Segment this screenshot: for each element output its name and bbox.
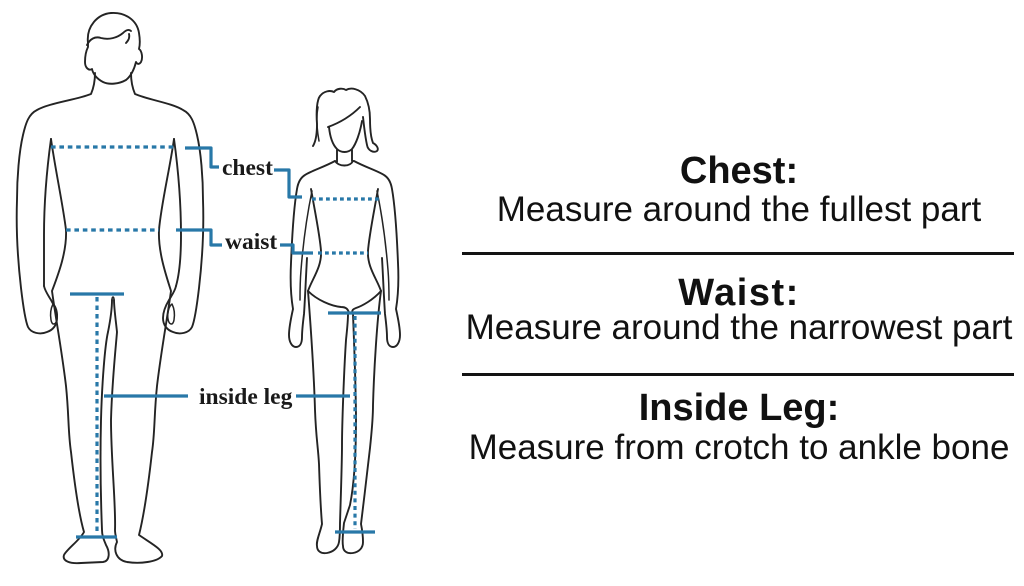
svg-text:waist: waist [225, 229, 277, 255]
svg-text:chest: chest [222, 155, 273, 181]
svg-text:inside leg: inside leg [199, 384, 293, 410]
